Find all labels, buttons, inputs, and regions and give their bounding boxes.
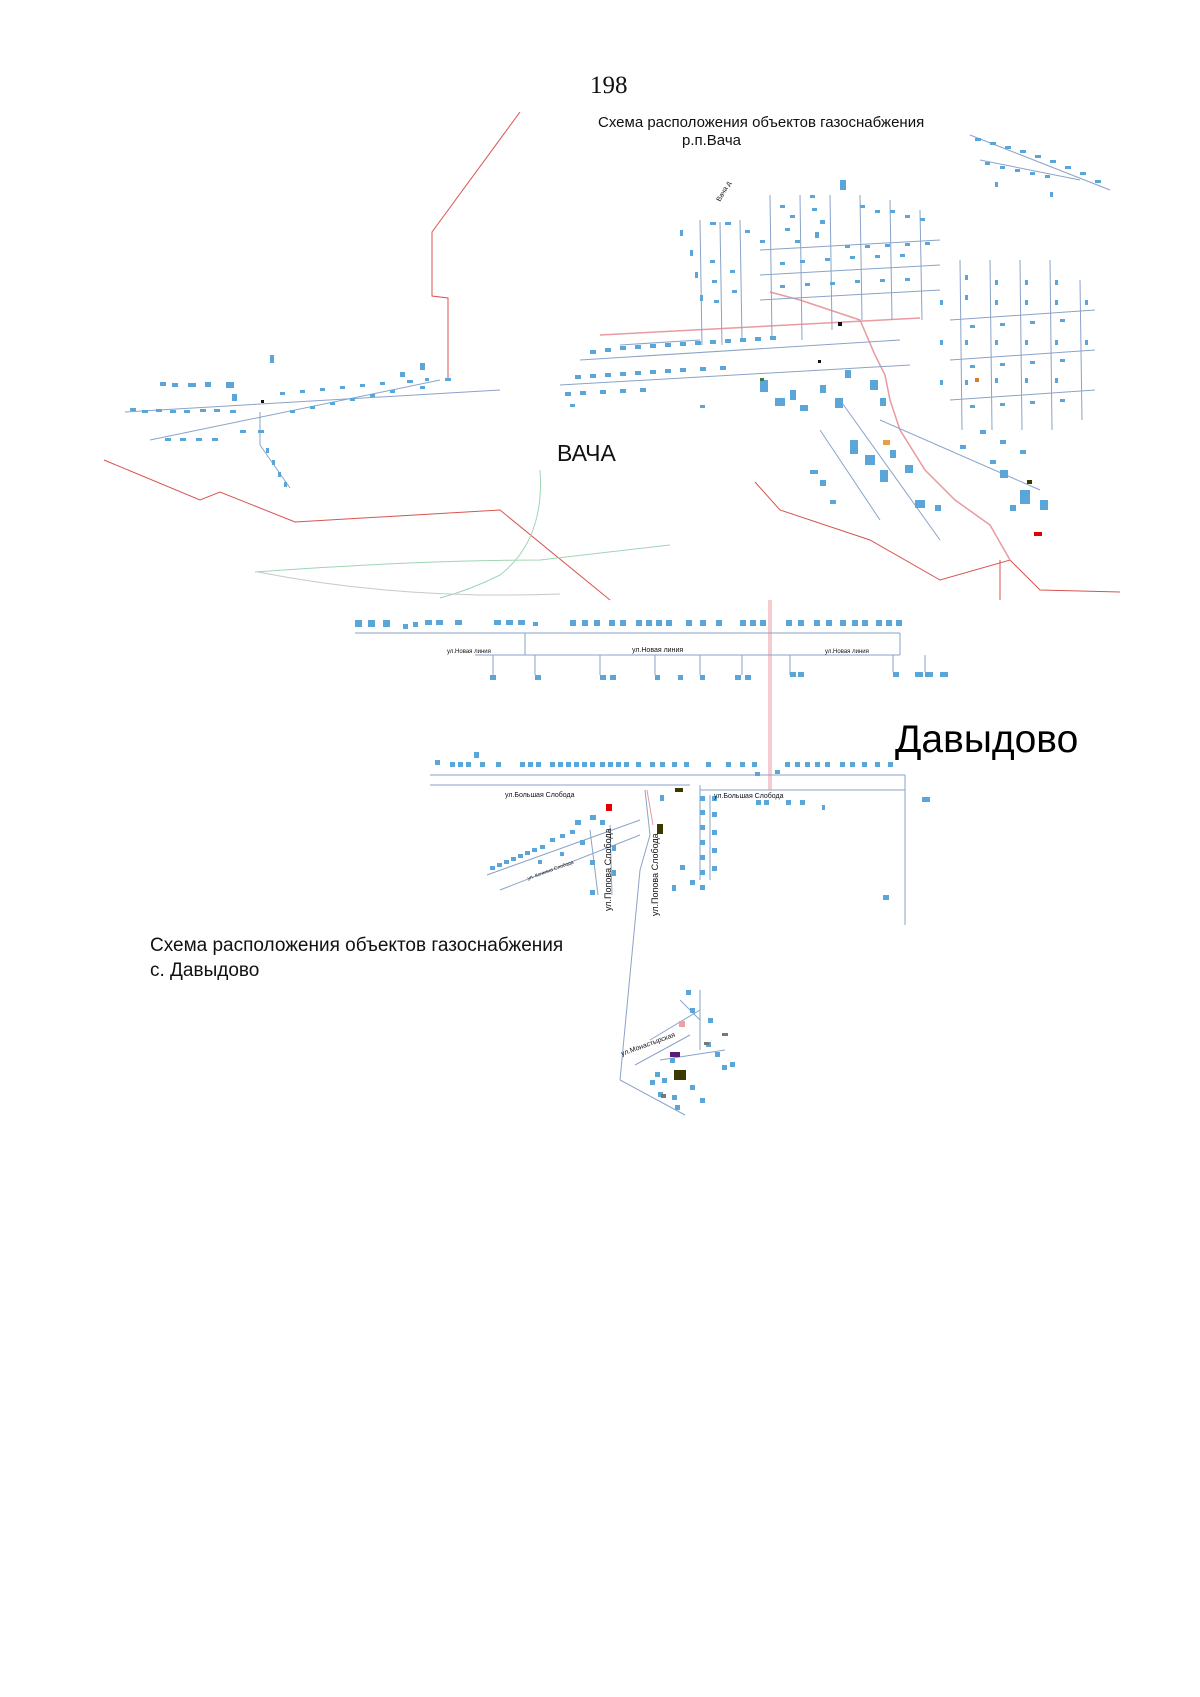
street-label-bolshaya-sloboda-2: ул.Большая Слобода bbox=[714, 792, 784, 800]
street-label-kochkina-sloboda: ул. Кочкина Слобода bbox=[527, 859, 575, 881]
vacha-marker-3 bbox=[975, 378, 979, 382]
davydovo-scheme-title: Схема расположения объектов газоснабжени… bbox=[150, 933, 563, 983]
street-label-novaya-liniya-3: ул.Новая линия bbox=[825, 649, 869, 655]
street-label-bolshaya-sloboda-1: ул.Большая Слобода bbox=[505, 791, 575, 799]
davydovo-gas-facility-pink bbox=[679, 1021, 685, 1027]
vacha-west-pipelines bbox=[124, 379, 501, 489]
vacha-marker-2 bbox=[760, 378, 764, 381]
vacha-scheme-title-line1: Схема расположения объектов газоснабжени… bbox=[598, 114, 925, 131]
street-label-novaya-liniya-1: ул.Новая линия bbox=[447, 649, 491, 655]
vacha-gas-facility-red bbox=[1034, 532, 1042, 536]
davydovo-street-labels: ул.Новая линия ул.Новая линия ул.Новая л… bbox=[447, 647, 869, 1058]
davydovo-distribution-point-2 bbox=[657, 824, 663, 834]
davydovo-distribution-point-1 bbox=[675, 788, 683, 792]
davydovo-settlement-label: Давыдово bbox=[895, 718, 1079, 761]
page-number: 198 bbox=[590, 72, 628, 99]
vacha-main-roads bbox=[599, 291, 1011, 561]
davydovo-roads bbox=[646, 600, 772, 826]
vacha-grey-line bbox=[257, 571, 561, 596]
vacha-marker-4 bbox=[818, 360, 821, 363]
davydovo-marker-grey-3 bbox=[661, 1094, 666, 1098]
vacha-main-pipelines bbox=[559, 134, 1111, 541]
vacha-settlement-label: ВАЧА bbox=[557, 440, 616, 466]
street-label-novaya-liniya-2: ул.Новая линия bbox=[632, 647, 683, 654]
vacha-scheme-title-line2: р.п.Вача bbox=[682, 132, 741, 149]
vacha-west-markers bbox=[261, 400, 264, 403]
vacha-main-buildings bbox=[565, 138, 1101, 511]
vacha-green-lines bbox=[254, 469, 671, 599]
davydovo-buildings bbox=[355, 620, 948, 1110]
vacha-marker-1 bbox=[838, 322, 842, 326]
davydovo-distribution-point-3 bbox=[674, 1070, 686, 1080]
davydovo-gas-facilities bbox=[606, 788, 728, 1098]
vacha-scheme-title: Схема расположения объектов газоснабжени… bbox=[598, 114, 924, 150]
street-label-popova-sloboda-1: ул.Попова Слобода bbox=[603, 828, 613, 911]
vacha-street-label: Вача д bbox=[716, 180, 733, 203]
davydovo-pipelines bbox=[355, 632, 926, 1116]
vacha-gas-facility-orange bbox=[883, 440, 890, 445]
davydovo-scheme-title-line1: Схема расположения объектов газоснабжени… bbox=[150, 935, 564, 956]
vacha-west-buildings bbox=[130, 355, 451, 487]
vacha-boundary-lines bbox=[103, 111, 1121, 601]
davydovo-gas-station-purple bbox=[670, 1052, 680, 1057]
davydovo-marker-grey-1 bbox=[722, 1033, 728, 1036]
davydovo-gas-facility-red bbox=[606, 804, 612, 811]
vacha-gas-facilities bbox=[760, 322, 1042, 536]
davydovo-marker-grey-2 bbox=[704, 1042, 709, 1045]
vacha-distribution-point bbox=[1027, 480, 1032, 484]
davydovo-scheme-title-line2: с. Давыдово bbox=[150, 960, 260, 981]
street-label-monastyrskaya: ул.Монастырская bbox=[620, 1032, 676, 1058]
street-label-popova-sloboda-2: ул.Попова Слобода bbox=[650, 833, 660, 916]
